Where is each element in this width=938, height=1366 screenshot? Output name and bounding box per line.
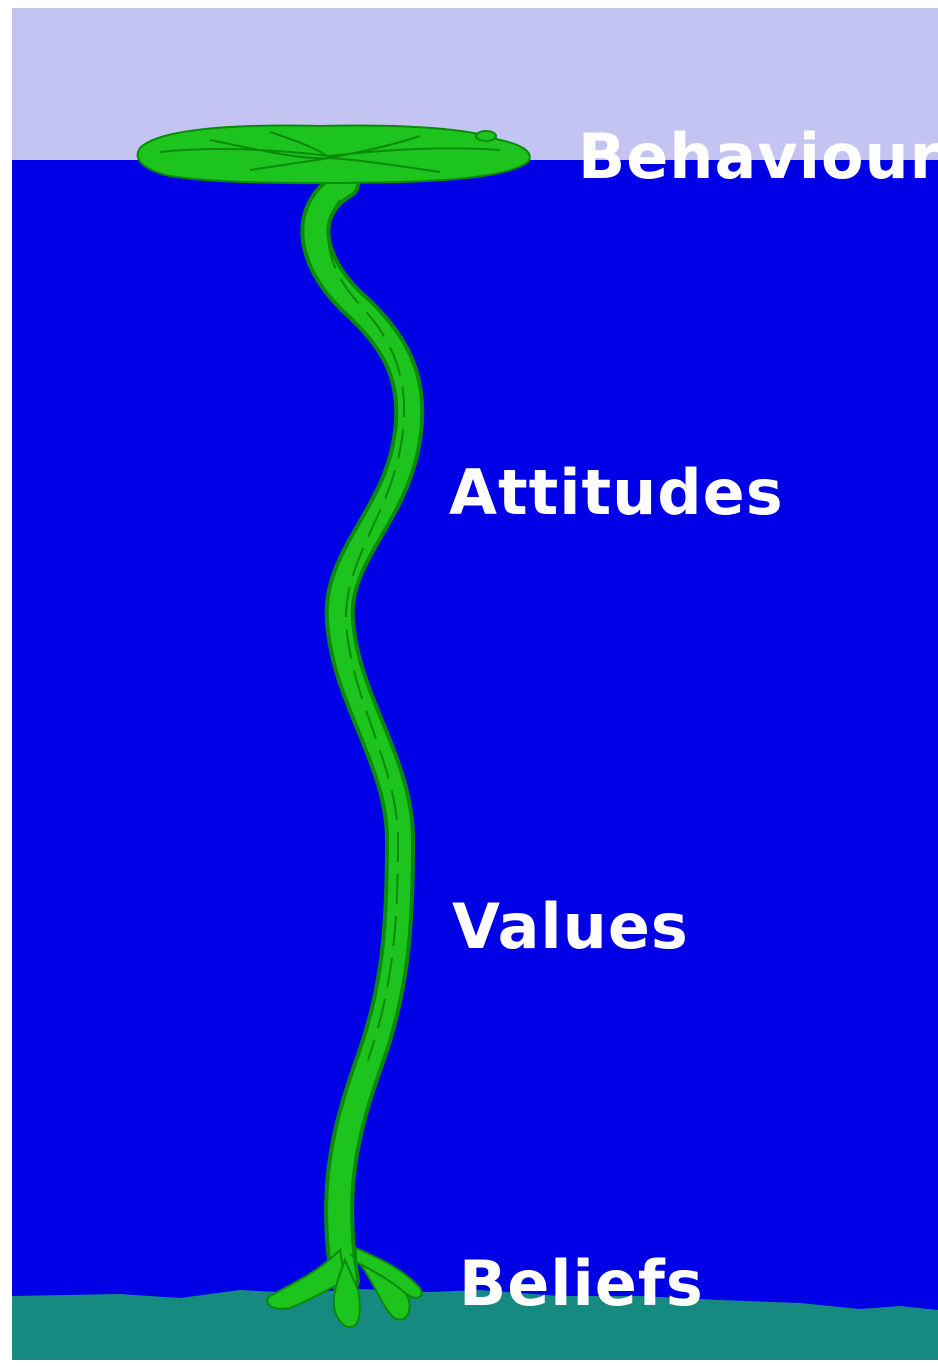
- label-attitudes: Attitudes: [449, 462, 784, 524]
- label-values: Values: [452, 896, 689, 958]
- water-area: [12, 160, 938, 1360]
- label-beliefs: Beliefs: [459, 1253, 704, 1315]
- label-behaviour: Behaviour: [578, 126, 938, 188]
- plant-leaf: [138, 126, 530, 184]
